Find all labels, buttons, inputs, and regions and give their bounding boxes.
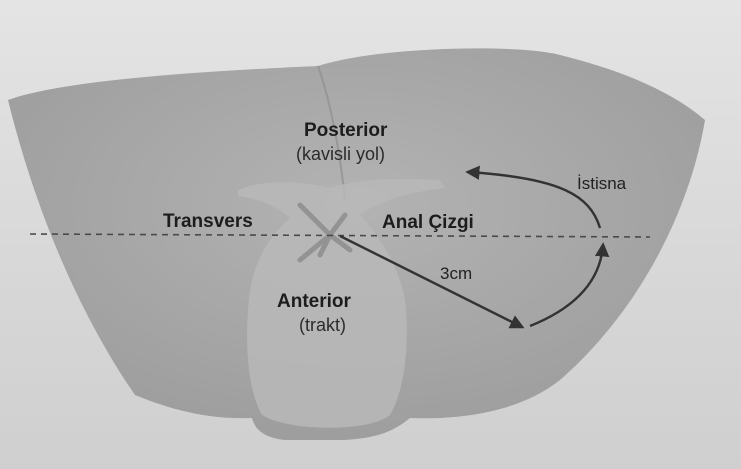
anterior-sub-label: (trakt) <box>299 316 346 334</box>
posterior-label: Posterior <box>304 121 387 140</box>
transverse-label: Transvers <box>163 212 253 231</box>
anal-line-label: Anal Çizgi <box>382 213 474 232</box>
posterior-sub-label: (kavisli yol) <box>296 145 385 163</box>
exception-label: İstisna <box>577 175 626 192</box>
anterior-label: Anterior <box>277 292 351 311</box>
distance-label: 3cm <box>440 265 472 282</box>
